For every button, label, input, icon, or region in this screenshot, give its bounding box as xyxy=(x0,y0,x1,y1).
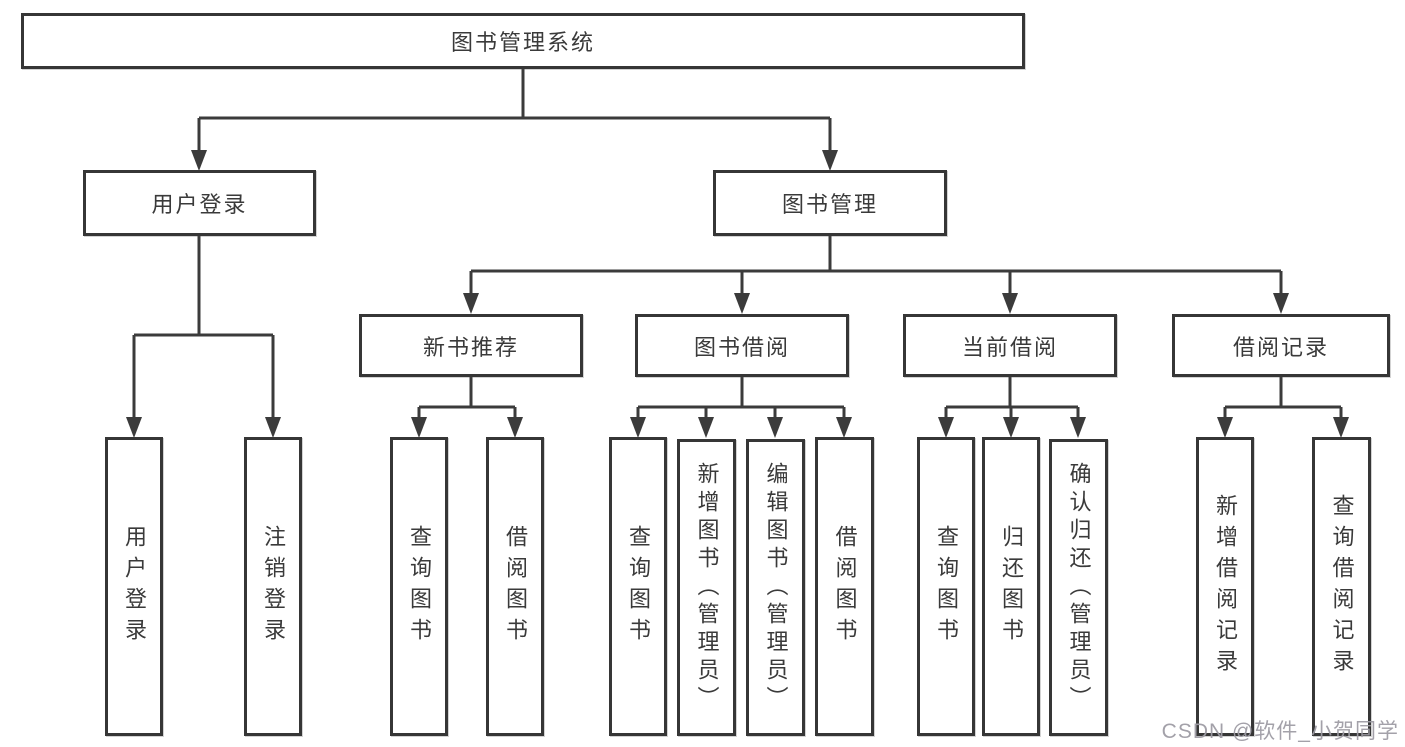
leaf-user-login: 用户登录 xyxy=(105,437,163,736)
leaf-label: 注销登录 xyxy=(261,524,286,649)
leaf-label: 确认归还（管理员） xyxy=(1066,461,1092,714)
node-label: 图书借阅 xyxy=(693,334,790,360)
leaf-label: 借阅图书 xyxy=(503,524,528,649)
leaf-label: 用户登录 xyxy=(122,524,147,649)
leaf-add-borrow-record: 新增借阅记录 xyxy=(1196,437,1254,736)
leaf-borrow-books-recommend: 借阅图书 xyxy=(486,437,544,736)
leaf-label: 查询图书 xyxy=(626,524,651,649)
leaf-add-book-admin: 新增图书（管理员） xyxy=(677,439,736,736)
leaf-label: 新增借阅记录 xyxy=(1213,493,1238,680)
leaf-logout: 注销登录 xyxy=(244,437,302,736)
leaf-label: 编辑图书（管理员） xyxy=(763,461,789,714)
leaf-label: 查询借阅记录 xyxy=(1329,493,1355,680)
leaf-query-books-recommend: 查询图书 xyxy=(390,437,448,736)
leaf-edit-book-admin: 编辑图书（管理员） xyxy=(746,439,805,736)
leaf-label: 归还图书 xyxy=(999,524,1024,649)
node-label: 用户登录 xyxy=(151,192,248,217)
node-label: 图书管理 xyxy=(781,192,878,217)
node-book-borrowing: 图书借阅 xyxy=(635,314,849,377)
node-borrowing-records: 借阅记录 xyxy=(1172,314,1390,377)
leaf-label: 借阅图书 xyxy=(832,524,858,649)
node-new-book-recommend: 新书推荐 xyxy=(359,314,583,377)
node-label: 借阅记录 xyxy=(1232,334,1329,360)
leaf-borrow-books-borrowing: 借阅图书 xyxy=(815,437,874,736)
node-label: 图书管理系统 xyxy=(450,30,595,55)
node-user-login: 用户登录 xyxy=(83,170,316,236)
leaf-query-books-borrowing: 查询图书 xyxy=(609,437,667,736)
node-label: 当前借阅 xyxy=(961,334,1058,360)
watermark: CSDN @软件_小贺同学 xyxy=(1161,720,1399,743)
leaf-query-books-current: 查询图书 xyxy=(917,437,975,736)
leaf-query-borrow-record: 查询借阅记录 xyxy=(1312,437,1371,736)
node-library-management-system: 图书管理系统 xyxy=(21,13,1025,69)
leaf-return-book: 归还图书 xyxy=(982,437,1040,736)
node-current-borrowing: 当前借阅 xyxy=(903,314,1117,377)
leaf-label: 查询图书 xyxy=(934,524,959,649)
node-label: 新书推荐 xyxy=(422,334,519,360)
leaf-label: 新增图书（管理员） xyxy=(694,461,720,714)
node-book-management: 图书管理 xyxy=(713,170,947,236)
leaf-label: 查询图书 xyxy=(407,524,432,649)
leaf-confirm-return-admin: 确认归还（管理员） xyxy=(1049,439,1108,736)
